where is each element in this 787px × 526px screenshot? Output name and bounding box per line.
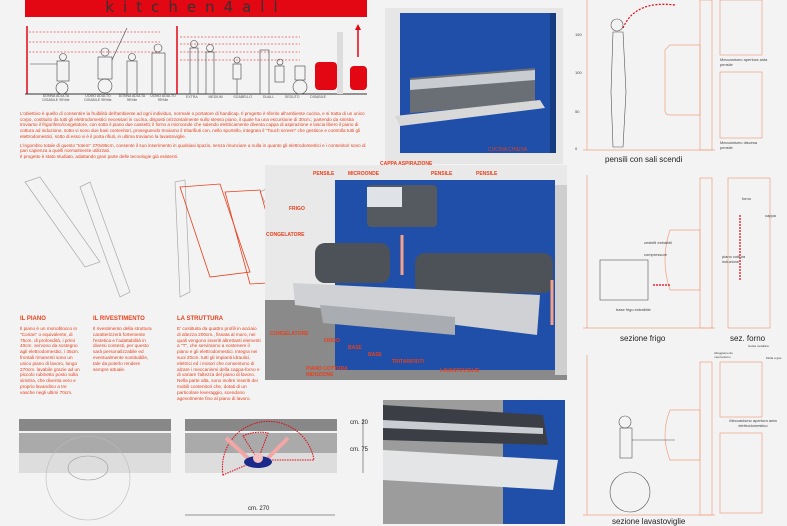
annotation: Guida metallica bbox=[748, 344, 769, 348]
annotation: Meccanismo apertura anta pensile bbox=[720, 57, 768, 67]
label-congelatore: CONGELATORE bbox=[270, 331, 309, 337]
column-text: E' costituita da quattro profili in acci… bbox=[177, 326, 261, 401]
label-base: BASE bbox=[348, 345, 362, 351]
label-frigo: FRIGO bbox=[324, 338, 340, 344]
dimension-label: cm. 270 bbox=[248, 506, 270, 512]
section-caption: pensili con sali scendi bbox=[605, 155, 683, 164]
column-text: Il piano è un monoblocco in "Corian" o e… bbox=[20, 326, 80, 395]
figure-label: DISABILE bbox=[310, 95, 326, 99]
column-text: Il rivestimento della struttura caratter… bbox=[93, 326, 152, 372]
annotation: Meccanismo apertura anta elettrodomestic… bbox=[729, 418, 777, 428]
figure-label: DUALL bbox=[262, 95, 275, 99]
label-piano-cottura: PIANO COTTURA INDUZIONE bbox=[306, 366, 348, 378]
label-congelatore: CONGELATORE bbox=[266, 232, 305, 238]
annotation: compressore bbox=[644, 252, 668, 257]
label-frigo: FRIGO bbox=[289, 206, 305, 212]
figure-label: SGABELLO bbox=[233, 95, 253, 99]
closed-kitchen-render bbox=[385, 8, 563, 164]
column-heading: LA STRUTTURA bbox=[177, 316, 224, 322]
annotation: Alloggiamento meccanismo bbox=[714, 351, 734, 359]
label-base: BASE bbox=[368, 352, 382, 358]
column-heading: IL PIANO bbox=[20, 316, 46, 322]
dimension-label: cm. 20 bbox=[350, 420, 369, 426]
section-caption: sez. forno bbox=[730, 334, 766, 343]
column-heading: IL RIVESTIMENTO bbox=[93, 316, 145, 322]
open-kitchen-render bbox=[265, 165, 567, 380]
intro-paragraph: L'obiettivo è quello di consentire la fr… bbox=[20, 111, 365, 139]
figure-label: DONNA ADULTA 95%ile bbox=[118, 94, 146, 102]
label-cappa-aspirazione: CAPPA ASPIRAZIONE bbox=[380, 161, 433, 167]
annotation: piano cottura induzione bbox=[722, 254, 746, 264]
figure-label: EXTRA bbox=[186, 95, 198, 99]
section-drawings bbox=[583, 0, 771, 516]
annotation: Molla a gas bbox=[766, 356, 782, 360]
axis-tick: 0 bbox=[575, 146, 578, 151]
axis-tick: 150 bbox=[575, 32, 582, 37]
figure-label: SEDUTO bbox=[284, 95, 300, 99]
dimension-label: cm. 75 bbox=[350, 447, 369, 453]
label-lavastoviglie: LAVASTOVIGLIE bbox=[440, 368, 480, 374]
label-pensile: PENSILE bbox=[313, 171, 335, 177]
figure-label: MEDIUM bbox=[208, 95, 223, 99]
figure-label: DONNA ADULTA DISABILE 95%ile bbox=[42, 94, 70, 102]
section-caption: sezione lavastoviglie bbox=[612, 517, 686, 526]
label-microonde: MICROONDE bbox=[348, 171, 380, 177]
anthropometry-drawing bbox=[25, 24, 367, 95]
intro-paragraph: Il progetto è stato studiato, adattando … bbox=[20, 153, 179, 159]
detail-render bbox=[383, 400, 565, 524]
annotation: cappa bbox=[765, 213, 776, 218]
section-caption: sezione frigo bbox=[620, 334, 666, 343]
plan-views bbox=[19, 419, 364, 521]
annotation: base frigo estraibile bbox=[616, 307, 651, 312]
intro-paragraph: L'ingombro totale di questo "totem" 270x… bbox=[20, 142, 366, 154]
label-tritarifiuti: TRITARIFIUTI bbox=[392, 359, 424, 365]
poster-title: kitchen4all bbox=[25, 0, 367, 17]
axis-tick: 100 bbox=[575, 70, 582, 75]
annotation: Meccanismo discesa pensile bbox=[720, 140, 758, 150]
figure-label: UOMO ADULTO DISABILE 95%ile bbox=[84, 94, 112, 102]
label-pensile: PENSILE bbox=[431, 171, 453, 177]
annotation: forno bbox=[742, 196, 752, 201]
figure-label: UOMO ADULTO 95%ile bbox=[150, 94, 176, 102]
closed-caption: CUCINA CHIUSA bbox=[488, 147, 528, 153]
annotation: cestelli estraibili bbox=[644, 240, 673, 245]
axis-tick: 50 bbox=[575, 109, 580, 114]
label-pensile: PENSILE bbox=[476, 171, 498, 177]
